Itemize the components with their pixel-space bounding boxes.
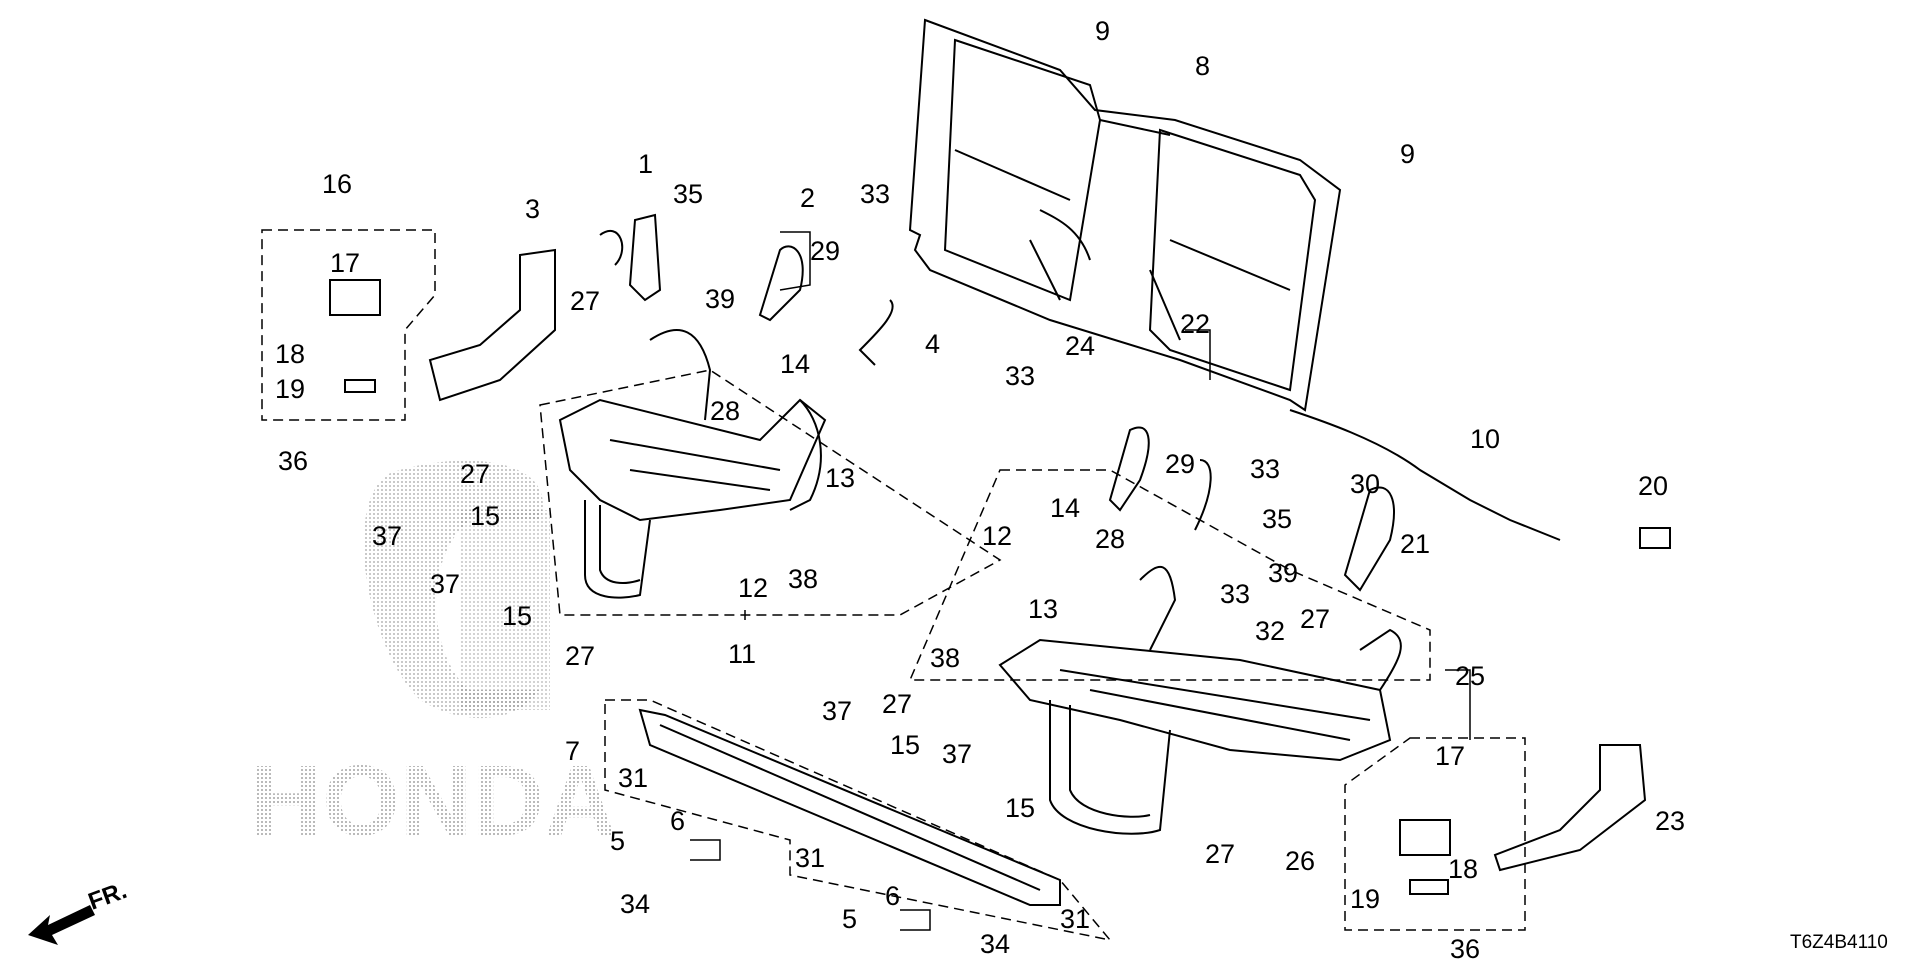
callout-label: 16 [322,169,352,199]
callout-label: 37 [942,739,972,769]
callout-label: 35 [1262,504,1292,534]
callout-label: 9 [1095,16,1110,46]
callout-label: 33 [1220,579,1250,609]
callout-label: 19 [1350,884,1380,914]
part-code: T6Z4B4110 [1790,932,1888,953]
callout-label: 21 [1400,529,1430,559]
callout-label: 33 [1250,454,1280,484]
callout-label: 23 [1655,806,1685,836]
callout-label: 25 [1455,661,1485,691]
callout-label: 27 [1300,604,1330,634]
honda-watermark: HONDA [250,460,617,857]
callout-label: 10 [1470,424,1500,454]
callout-label: 14 [1050,493,1080,523]
front-arrow: FR. [28,877,130,945]
callout-label: 5 [610,826,625,856]
callout-label: 35 [673,179,703,209]
callout-label: 31 [1060,904,1090,934]
group-outlines [261,229,1526,942]
callout-label: 27 [460,459,490,489]
callout-labels: 1 2 3 4 5 5 6 6 7 8 9 9 10 11 12 12 13 1… [275,16,1685,964]
callout-label: 13 [1028,594,1058,624]
callout-label: 38 [930,643,960,673]
callout-label: 19 [275,374,305,404]
callout-label: 30 [1350,469,1380,499]
callout-label: 34 [620,889,650,919]
front-label: FR. [85,877,131,916]
callout-label: 17 [330,248,360,278]
callout-label: 31 [795,843,825,873]
callout-label: 15 [502,601,532,631]
callout-label: 33 [860,179,890,209]
callout-label: 31 [618,763,648,793]
callout-label: 6 [885,881,900,911]
callout-label: 36 [278,446,308,476]
callout-label: 27 [565,641,595,671]
callout-label: 29 [1165,449,1195,479]
callout-label: 38 [788,564,818,594]
callout-label: 37 [430,569,460,599]
callout-label: 15 [1005,793,1035,823]
right-cushion-frame [998,565,1402,835]
callout-label: 27 [570,286,600,316]
callout-label: 5 [842,904,857,934]
callout-label: 37 [822,696,852,726]
callout-label: 37 [372,521,402,551]
callout-label: 15 [470,501,500,531]
callout-label: 14 [780,349,810,379]
callout-label: 39 [705,284,735,314]
small-parts [329,213,1671,895]
callout-label: 39 [1268,558,1298,588]
callout-label: 29 [810,236,840,266]
left-cushion-frame [558,329,827,599]
watermark-text: HONDA [250,745,617,857]
callout-label: 36 [1450,934,1480,960]
callout-label: 4 [925,329,940,359]
callout-label: 2 [800,183,815,213]
callout-label: 7 [565,736,580,766]
callout-label: 18 [1448,854,1478,884]
callout-label: 9 [1400,139,1415,169]
callout-label: 27 [882,689,912,719]
callout-label: 22 [1180,309,1210,339]
callout-label: 26 [1285,846,1315,876]
callout-label: 24 [1065,331,1095,361]
side-covers [428,248,1647,872]
callout-label: 33 [1005,361,1035,391]
callout-label: 28 [710,396,740,426]
seat-back-frame [908,18,1342,412]
callout-label: 20 [1638,471,1668,501]
callout-label: 34 [980,929,1010,959]
floor-cover-rail [638,708,1061,906]
callout-label: 27 [1205,839,1235,869]
callout-label: 11 [728,639,756,669]
callout-label: 12 [982,521,1012,551]
callout-label: 32 [1255,616,1285,646]
callout-label: 8 [1195,51,1210,81]
callout-label: 6 [670,806,685,836]
callout-label: 15 [890,730,920,760]
callout-label: 18 [275,339,305,369]
callout-label: 13 [825,463,855,493]
callout-label: 17 [1435,741,1465,771]
callout-label: 1 [638,149,653,179]
callout-label: 28 [1095,524,1125,554]
callout-label: 3 [525,194,540,224]
callout-label: 12 [738,573,768,603]
